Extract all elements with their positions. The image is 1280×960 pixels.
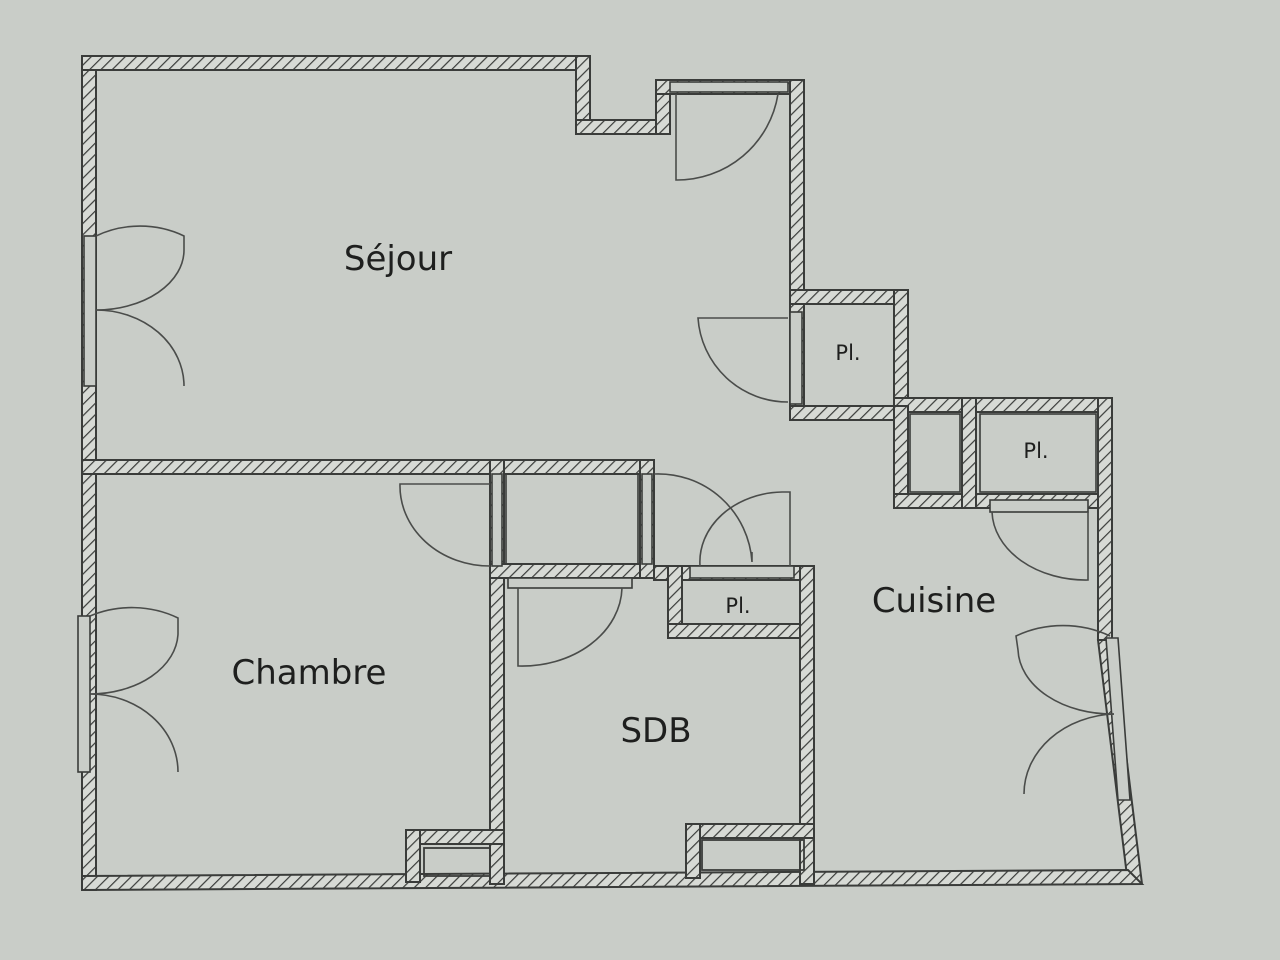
room-label-sejour: Séjour <box>344 239 452 279</box>
chambre-window <box>77 615 91 773</box>
corridor-door-swing <box>653 473 753 563</box>
wall-sdb-closet-bottom <box>667 623 815 639</box>
chambre-door-swing <box>399 483 491 567</box>
wall-north <box>81 55 591 71</box>
wall-closet1-bottom <box>789 405 909 421</box>
doors-and-windows <box>77 81 1131 877</box>
sdb-door-opening <box>507 577 633 589</box>
room-label-chambre: Chambre <box>232 653 387 693</box>
sejour-window <box>83 235 97 387</box>
wall-south <box>81 868 1145 892</box>
walls <box>81 55 1145 892</box>
sdb-closet-door-swing <box>699 491 791 567</box>
corridor-door-opening <box>641 473 653 565</box>
wall-closet2-west <box>961 397 977 509</box>
closet-label-sdb: Pl. <box>725 594 750 618</box>
entry-door-swing <box>675 93 779 181</box>
kitchen-window <box>1105 637 1131 801</box>
closet-label-sejour: Pl. <box>835 341 860 365</box>
chambre-door-opening <box>491 473 503 567</box>
wall-closet1-top <box>789 289 909 305</box>
chambre-window-leaf-top <box>89 606 179 695</box>
wall-sdb-top <box>489 563 641 579</box>
corridor-cupboard <box>505 473 639 565</box>
wall-kitchen-east-upper <box>1097 397 1113 641</box>
kitchen-door-swing <box>991 511 1089 581</box>
chambre-window-leaf-bottom <box>89 693 179 773</box>
kitchen-closet-box <box>979 413 1097 493</box>
wall-sejour-chambre <box>81 459 645 475</box>
sdb-closet-door-opening <box>689 565 795 579</box>
sejour-door-opening <box>789 311 803 405</box>
chambre-radiator <box>423 847 491 877</box>
entry-door-opening <box>669 81 789 93</box>
sejour-window-leaf-top <box>95 225 185 311</box>
room-label-cuisine: Cuisine <box>872 581 996 621</box>
wall-alcove-sdb-top <box>685 823 815 839</box>
sdb-door-swing <box>517 587 623 667</box>
kitchen-door-opening <box>989 499 1089 513</box>
wall-alcove-sdb-side <box>685 823 701 879</box>
sejour-door-swing <box>697 317 789 403</box>
labels: Séjour Chambre SDB Cuisine Pl. Pl. Pl. <box>232 239 1049 751</box>
wall-step-west <box>893 405 909 509</box>
wall-kitchen-top <box>893 397 1113 413</box>
wall-sejour-east <box>789 79 805 305</box>
wall-sdb-east <box>799 565 815 885</box>
wall-alcove-chambre-side <box>405 829 421 883</box>
kitchen-window-leaf-top <box>1015 624 1115 715</box>
sdb-radiator <box>701 839 805 871</box>
small-storage <box>909 413 961 493</box>
room-label-sdb: SDB <box>620 711 691 751</box>
sejour-window-leaf-bottom <box>95 309 185 387</box>
kitchen-window-leaf-bottom <box>1023 713 1115 795</box>
closet-label-cuisine: Pl. <box>1023 439 1048 463</box>
